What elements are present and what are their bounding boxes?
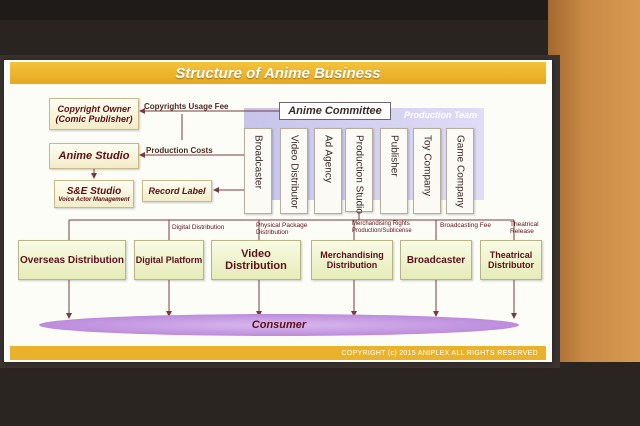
member-label: Publisher [388, 135, 400, 177]
production-team-label: Production Team [404, 110, 478, 120]
member-label: Broadcaster [252, 135, 264, 189]
se-studio-box: S&E Studio Voice Actor Management [54, 180, 134, 208]
theatrical-release-label: Theatrical Release [510, 221, 539, 236]
member-label: Video Distributor [288, 135, 300, 209]
committee-member-game-company: Game Company [446, 128, 474, 214]
connector-lines [66, 108, 517, 319]
committee-member-toy-company: Toy Company [413, 128, 441, 214]
slide-title: Structure of Anime Business [175, 64, 381, 82]
digital-platform-box: Digital Platform [134, 240, 204, 280]
copyright-text: COPYRIGHT (c) 2015 ANIPLEX ALL RIGHTS RE… [341, 349, 538, 357]
copyright-owner-label: Copyright Owner (Comic Publisher) [55, 104, 133, 124]
slide: Structure of Anime Business Production T… [4, 60, 552, 362]
copyright-bar: COPYRIGHT (c) 2015 ANIPLEX ALL RIGHTS RE… [10, 346, 546, 360]
committee-member-production-studio: Production Studio [345, 128, 373, 214]
dist-label: Theatrical Distributor [488, 250, 534, 270]
member-label: Game Company [454, 135, 466, 208]
record-label-box: Record Label [142, 180, 212, 202]
merchandising-distribution-box: Merchandising Distribution [311, 240, 393, 280]
member-label: Toy Company [421, 135, 433, 197]
physical-package-label: Physical Package Distribution [256, 222, 308, 237]
member-label: Ad Agency [322, 135, 334, 183]
overseas-distribution-box: Overseas Distribution [18, 240, 126, 280]
record-label-label: Record Label [148, 186, 206, 196]
broadcaster-distribution-box: Broadcaster [400, 240, 472, 280]
se-studio-title: S&E Studio [66, 185, 122, 197]
anime-studio-label: Anime Studio [58, 150, 130, 162]
video-distribution-box: Video Distribution [211, 240, 301, 280]
se-studio-subtitle: Voice Actor Management [58, 196, 130, 203]
committee-member-video-distributor: Video Distributor [280, 128, 308, 214]
committee-member-ad-agency: Ad Agency [314, 128, 342, 214]
dist-label: Broadcaster [406, 254, 466, 266]
dist-label: Video Distribution [225, 248, 287, 272]
dist-label: Digital Platform [135, 255, 203, 265]
consumer-ellipse: Consumer [39, 314, 519, 336]
committee-member-broadcaster: Broadcaster [244, 128, 272, 214]
floor [0, 362, 640, 426]
dist-label: Merchandising Distribution [320, 250, 384, 270]
dist-label: Overseas Distribution [20, 254, 124, 266]
ceiling [0, 0, 640, 20]
broadcasting-fee-label: Broadcasting Fee [440, 222, 491, 229]
copyright-owner-box: Copyright Owner (Comic Publisher) [49, 98, 139, 130]
theatrical-distributor-box: Theatrical Distributor [480, 240, 542, 280]
title-bar: Structure of Anime Business [10, 62, 546, 84]
anime-committee-label: Anime Committee [288, 105, 382, 117]
wood-wall [548, 0, 640, 426]
consumer-label: Consumer [251, 319, 307, 331]
digital-distribution-label: Digital Distribution [172, 224, 225, 231]
copyrights-usage-fee-label: Copyrights Usage Fee [144, 102, 229, 111]
anime-studio-box: Anime Studio [49, 143, 139, 169]
anime-committee-box: Anime Committee [279, 102, 391, 120]
production-costs-label: Production Costs [146, 146, 213, 155]
merch-rights-label: Merchandising Rights Production/Sublicen… [352, 221, 412, 234]
member-label: Production Studio [353, 135, 365, 214]
committee-member-publisher: Publisher [380, 128, 408, 214]
